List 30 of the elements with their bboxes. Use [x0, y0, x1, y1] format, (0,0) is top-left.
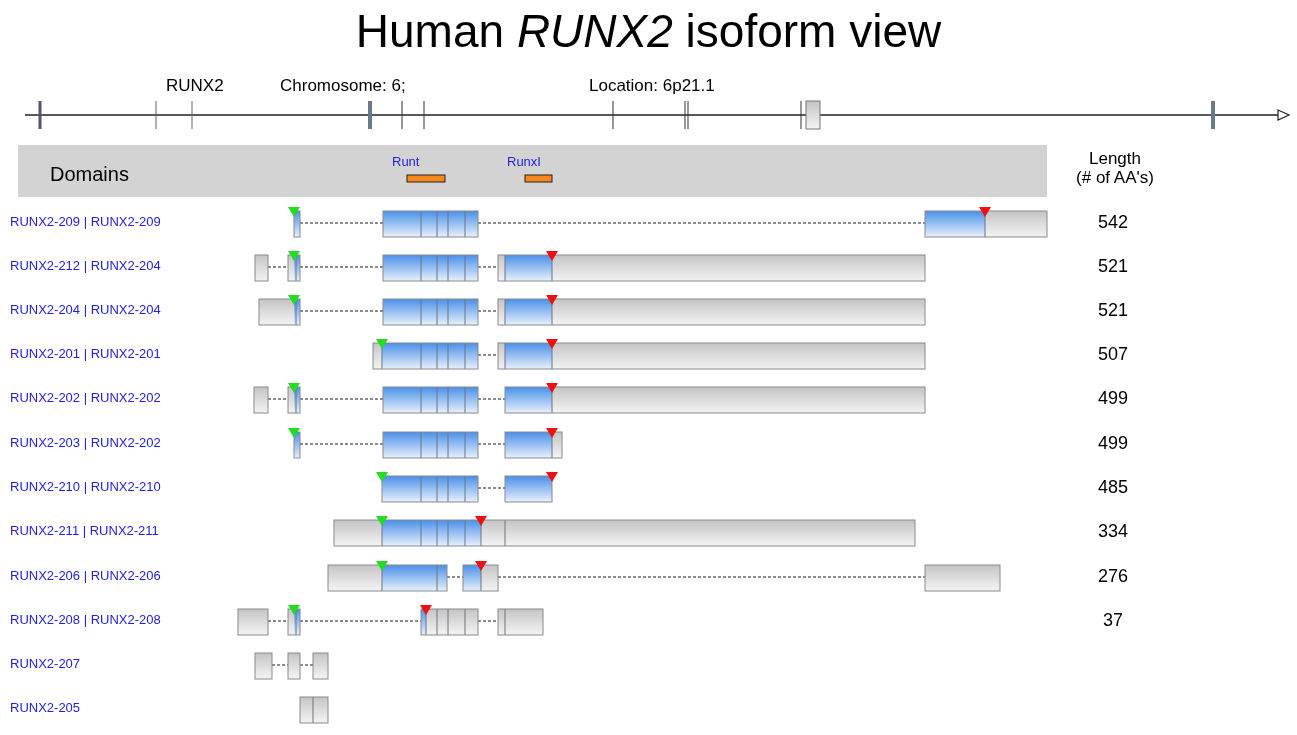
transcript-name: RUNX2-201 | RUNX2-201: [10, 347, 161, 362]
transcript-name: RUNX2-202 | RUNX2-202: [10, 391, 161, 406]
protein-length: 521: [1096, 301, 1129, 321]
transcript-name: RUNX2-210 | RUNX2-210: [10, 480, 161, 495]
transcript-name: RUNX2-206 | RUNX2-206: [10, 569, 161, 584]
domain-label: Runt: [392, 155, 420, 170]
transcript-name: RUNX2-207: [10, 657, 81, 672]
transcript-name: RUNX2-205: [10, 701, 81, 716]
protein-length: 37: [1102, 611, 1124, 631]
protein-length: 485: [1096, 478, 1129, 498]
domains-heading: Domains: [50, 163, 129, 185]
location-label: Location: 6p21.1: [589, 77, 715, 96]
protein-length: 521: [1096, 257, 1129, 277]
transcript-name: RUNX2-204 | RUNX2-204: [10, 303, 161, 318]
protein-length: 499: [1096, 389, 1129, 409]
gene-name: RUNX2: [166, 77, 224, 96]
transcript-name: RUNX2-208 | RUNX2-208: [10, 613, 161, 628]
domain-label: RunxI: [507, 155, 541, 170]
protein-length: 507: [1096, 345, 1129, 365]
transcript-name: RUNX2-211 | RUNX2-211: [10, 524, 159, 539]
protein-length: 334: [1096, 522, 1129, 542]
chromosome-label: Chromosome: 6;: [280, 77, 406, 96]
protein-length: 499: [1096, 434, 1129, 454]
length-heading: Length (# of AA's): [1075, 150, 1155, 188]
protein-length: 276: [1096, 567, 1129, 587]
protein-length: 542: [1096, 213, 1129, 233]
transcript-name: RUNX2-203 | RUNX2-202: [10, 436, 161, 451]
transcript-name: RUNX2-212 | RUNX2-204: [10, 259, 161, 274]
transcript-name: RUNX2-209 | RUNX2-209: [10, 215, 161, 230]
title: Human RUNX2 isoform view: [355, 5, 942, 57]
